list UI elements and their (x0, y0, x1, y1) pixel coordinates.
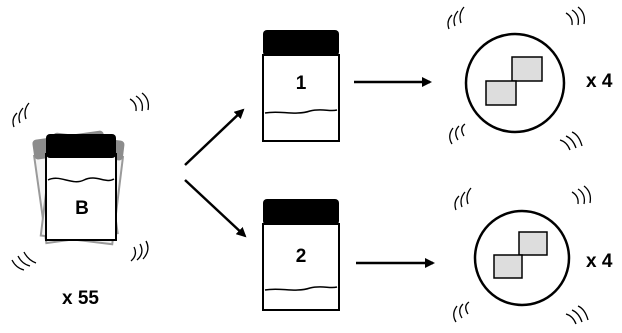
dish-1 (447, 6, 586, 151)
liquid-level-line (264, 109, 338, 114)
jar-2-label: 2 (295, 246, 307, 267)
arrow-to-jar-1 (184, 108, 245, 166)
liquid-level-line (264, 286, 338, 291)
shake-marks (447, 6, 586, 151)
sample-square (511, 56, 543, 82)
dish-2-multiplier: x 4 (586, 251, 613, 272)
liquid-level-line (47, 177, 115, 183)
sample-square (518, 231, 548, 256)
jar-1-label: 1 (295, 73, 307, 94)
shake-marks (11, 92, 150, 271)
dish-1-multiplier: x 4 (586, 71, 613, 92)
source-jar-label: B (75, 198, 89, 219)
shake-marks (453, 185, 592, 325)
sample-square (493, 254, 523, 279)
jar-1 (262, 30, 340, 142)
jar-2 (262, 199, 340, 311)
dish-2 (453, 185, 592, 325)
sample-square (485, 80, 517, 106)
source-jar-group (11, 92, 150, 271)
arrow-to-jar-2 (184, 179, 247, 238)
source-jar (45, 134, 117, 241)
source-multiplier: x 55 (62, 288, 99, 309)
